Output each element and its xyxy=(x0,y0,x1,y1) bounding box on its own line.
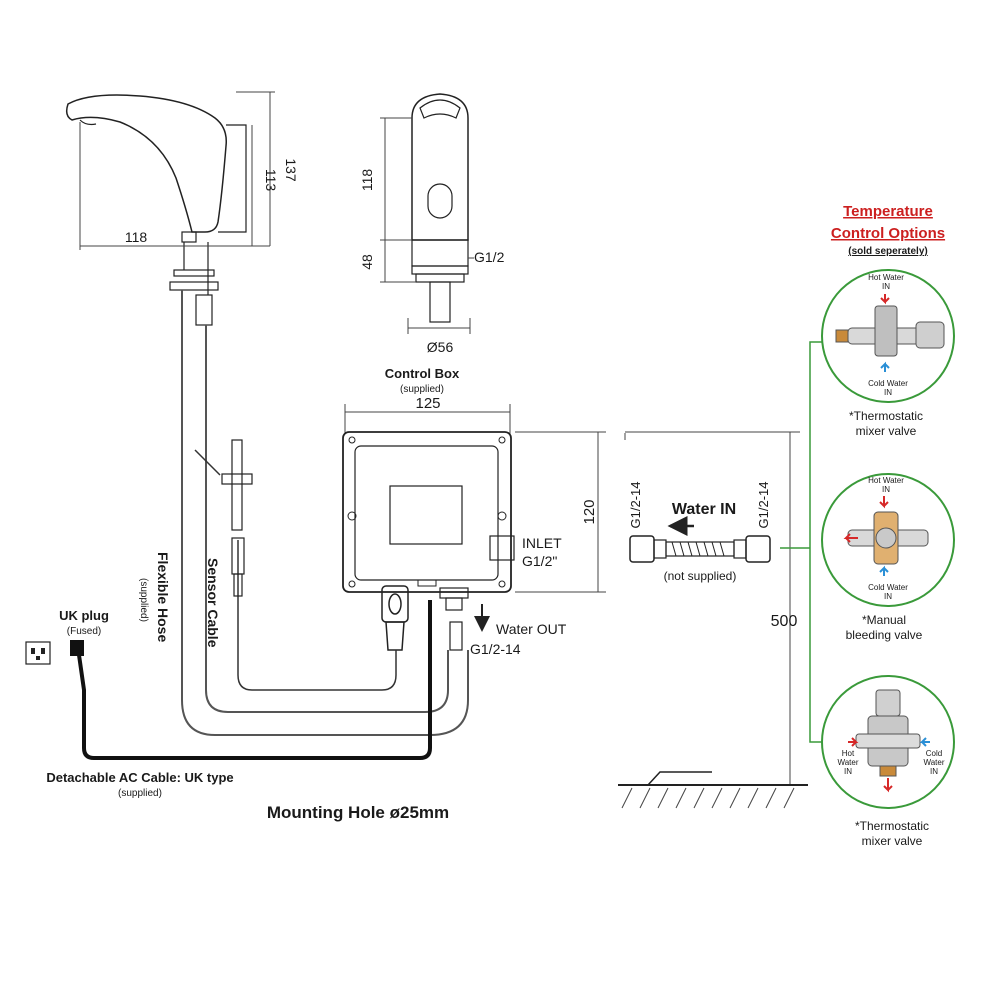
front-height-48: 48 xyxy=(359,254,375,270)
uk-plug: UK plug (Fused) xyxy=(25,608,109,665)
option1-cold-2: IN xyxy=(884,388,892,397)
water-in-label: Water IN xyxy=(672,501,736,518)
option2-caption-2: bleeding valve xyxy=(846,628,923,642)
uk-plug-label: UK plug xyxy=(59,608,109,623)
control-box-supplied: (supplied) xyxy=(400,384,444,395)
front-diameter: Ø56 xyxy=(427,339,454,355)
bleeding-valve-icon xyxy=(843,496,929,576)
option2-hot-1: Hot Water xyxy=(868,476,904,485)
flexible-hose-label: Flexible Hose xyxy=(155,552,171,642)
mixer-valve-icon xyxy=(848,689,930,793)
option3-hot-2: Water xyxy=(837,758,858,767)
option2-hot-2: IN xyxy=(882,485,890,494)
side-dimensions: 118 113 137 xyxy=(79,91,299,250)
control-box: Control Box (supplied) 125 120 INLET G1/… xyxy=(342,366,606,657)
option1-cold-1: Cold Water xyxy=(868,379,908,388)
water-in-thread-left: G1/2-14 xyxy=(628,482,643,529)
ac-cable: Detachable AC Cable: UK type (supplied) xyxy=(46,770,233,799)
water-out-label: Water OUT xyxy=(496,621,567,637)
plug-icon xyxy=(70,640,84,656)
inlet-label: INLET xyxy=(522,535,562,551)
front-height-118: 118 xyxy=(359,169,375,192)
option1-hot-1: Hot Water xyxy=(868,273,904,282)
box-width: 125 xyxy=(415,395,440,412)
height-500: 500 xyxy=(771,613,798,630)
option1-hot-2: IN xyxy=(882,282,890,291)
flexible-hose-supplied: (supplied) xyxy=(138,578,149,622)
hoses: Flexible Hose (supplied) Sensor Cable xyxy=(76,290,469,760)
option2-cold-1: Cold Water xyxy=(868,583,908,592)
option2-caption-1: *Manual xyxy=(862,613,906,627)
faucet-side-view xyxy=(65,94,247,326)
front-thread: G1/2 xyxy=(474,249,505,265)
option3-cold-3: IN xyxy=(930,767,938,776)
mounting-hole-label: Mounting Hole ø25mm xyxy=(267,803,449,822)
option2-cold-2: IN xyxy=(884,592,892,601)
sensor-cable xyxy=(237,540,397,691)
temperature-sub: (sold seperately) xyxy=(848,246,927,257)
temperature-options: Temperature Control Options (sold sepera… xyxy=(780,203,955,848)
water-out-thread: G1/2-14 xyxy=(470,641,521,657)
option1-caption-1: *Thermostatic xyxy=(849,409,923,423)
water-inlet-assembly: 500 Water IN G1/2-14 G1/2-14 (not suppli… xyxy=(618,431,808,809)
inlet-thread: G1/2" xyxy=(522,553,557,569)
ac-cable-sub: (supplied) xyxy=(118,788,162,799)
temperature-title-1: Temperature xyxy=(843,203,933,220)
option1-caption-2: mixer valve xyxy=(856,424,917,438)
option3-caption-2: mixer valve xyxy=(862,834,923,848)
water-in-thread-right: G1/2-14 xyxy=(756,482,771,529)
ac-cable-label: Detachable AC Cable: UK type xyxy=(46,770,233,785)
faucet-front-view: 118 48 G1/2 Ø56 xyxy=(359,93,505,355)
option3-cold-1: Cold xyxy=(926,749,942,758)
option3-caption-1: *Thermostatic xyxy=(855,819,929,833)
flexible-hose xyxy=(181,290,469,736)
option3-hot-1: Hot xyxy=(842,749,855,758)
control-box-title: Control Box xyxy=(385,366,460,381)
side-width-dimension: 118 xyxy=(125,229,148,245)
side-height-113: 113 xyxy=(263,169,279,192)
thermostatic-valve-icon xyxy=(835,294,945,372)
box-height: 120 xyxy=(581,499,598,524)
option3-cold-2: Water xyxy=(923,758,944,767)
water-in-note: (not supplied) xyxy=(664,569,737,583)
socket-icon xyxy=(25,641,51,665)
option3-hot-3: IN xyxy=(844,767,852,776)
side-height-137: 137 xyxy=(283,158,299,182)
uk-plug-sub: (Fused) xyxy=(67,626,101,637)
temperature-title-2: Control Options xyxy=(831,225,945,242)
sensor-cable-label: Sensor Cable xyxy=(205,558,221,648)
